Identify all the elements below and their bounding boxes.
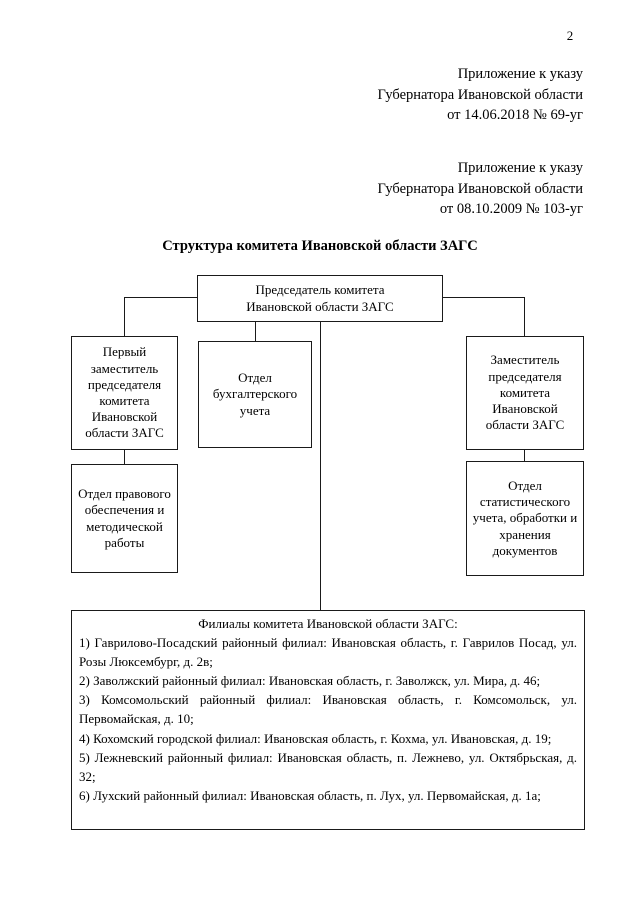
connector-bus-right	[443, 297, 525, 299]
branch-item: 4) Кохомский городской филиал: Ивановска…	[79, 730, 552, 746]
org-node-first-deputy-label: Первый заместитель председателя комитета…	[85, 344, 164, 441]
page-number-value: 2	[566, 28, 574, 43]
appendix-reference-2: Приложение к указу Губернатора Ивановско…	[378, 158, 583, 220]
appendix-1-line-2: Губернатора Ивановской области	[377, 86, 583, 103]
org-node-legal-department-label: Отдел правового обеспечения и методическ…	[78, 486, 171, 550]
appendix-reference-1: Приложение к указу Губернатора Ивановско…	[378, 64, 583, 126]
branches-title: Филиалы комитета Ивановской области ЗАГС…	[198, 616, 458, 631]
branches-list: 1) Гаврилово-Посадский районный филиал: …	[79, 633, 577, 805]
org-node-statistics-department: Отдел статистического учета, обработки и…	[466, 461, 584, 576]
page-number: 2	[0, 28, 640, 43]
connector-bus-left	[124, 297, 198, 299]
org-node-first-deputy: Первый заместитель председателя комитета…	[71, 336, 178, 450]
branches-box: Филиалы комитета Ивановской области ЗАГС…	[71, 610, 585, 830]
appendix-2-line-3: от 08.10.2009 № 103-уг	[439, 201, 583, 217]
connector-drop-middle	[255, 322, 257, 342]
appendix-2-line-1: Приложение к указу	[457, 160, 583, 176]
branch-item: 1) Гаврилово-Посадский районный филиал: …	[79, 635, 577, 670]
branch-item: 6) Лухский районный филиал: Ивановская о…	[79, 787, 541, 803]
connector-spine-to-branches	[320, 322, 322, 611]
appendix-1-line-3: от 14.06.2018 № 69-уг	[447, 107, 583, 123]
connector-join-left	[124, 450, 126, 465]
org-node-deputy: Заместитель председателя комитета Иванов…	[466, 336, 584, 450]
branch-item: 3) Комсомольский районный филиал: Иванов…	[79, 692, 577, 727]
connector-drop-left	[124, 297, 126, 337]
org-node-deputy-label: Заместитель председателя комитета Иванов…	[485, 352, 565, 433]
org-node-statistics-department-label: Отдел статистического учета, обработки и…	[472, 477, 578, 558]
appendix-1-line-1: Приложение к указу	[457, 66, 583, 82]
branch-item: 2) Заволжский районный филиал: Ивановска…	[79, 673, 541, 689]
connector-drop-right	[524, 297, 526, 337]
document-title: Структура комитета Ивановской области ЗА…	[162, 238, 478, 254]
org-node-accounting-department: Отдел бухгалтерского учета	[198, 341, 312, 448]
connector-join-right	[524, 450, 526, 462]
appendix-2-line-2: Губернатора Ивановской области	[377, 180, 583, 197]
org-node-legal-department: Отдел правового обеспечения и методическ…	[71, 464, 178, 573]
branch-item: 5) Лежневский районный филиал: Ивановска…	[79, 749, 577, 784]
org-node-accounting-department-label: Отдел бухгалтерского учета	[212, 370, 298, 418]
